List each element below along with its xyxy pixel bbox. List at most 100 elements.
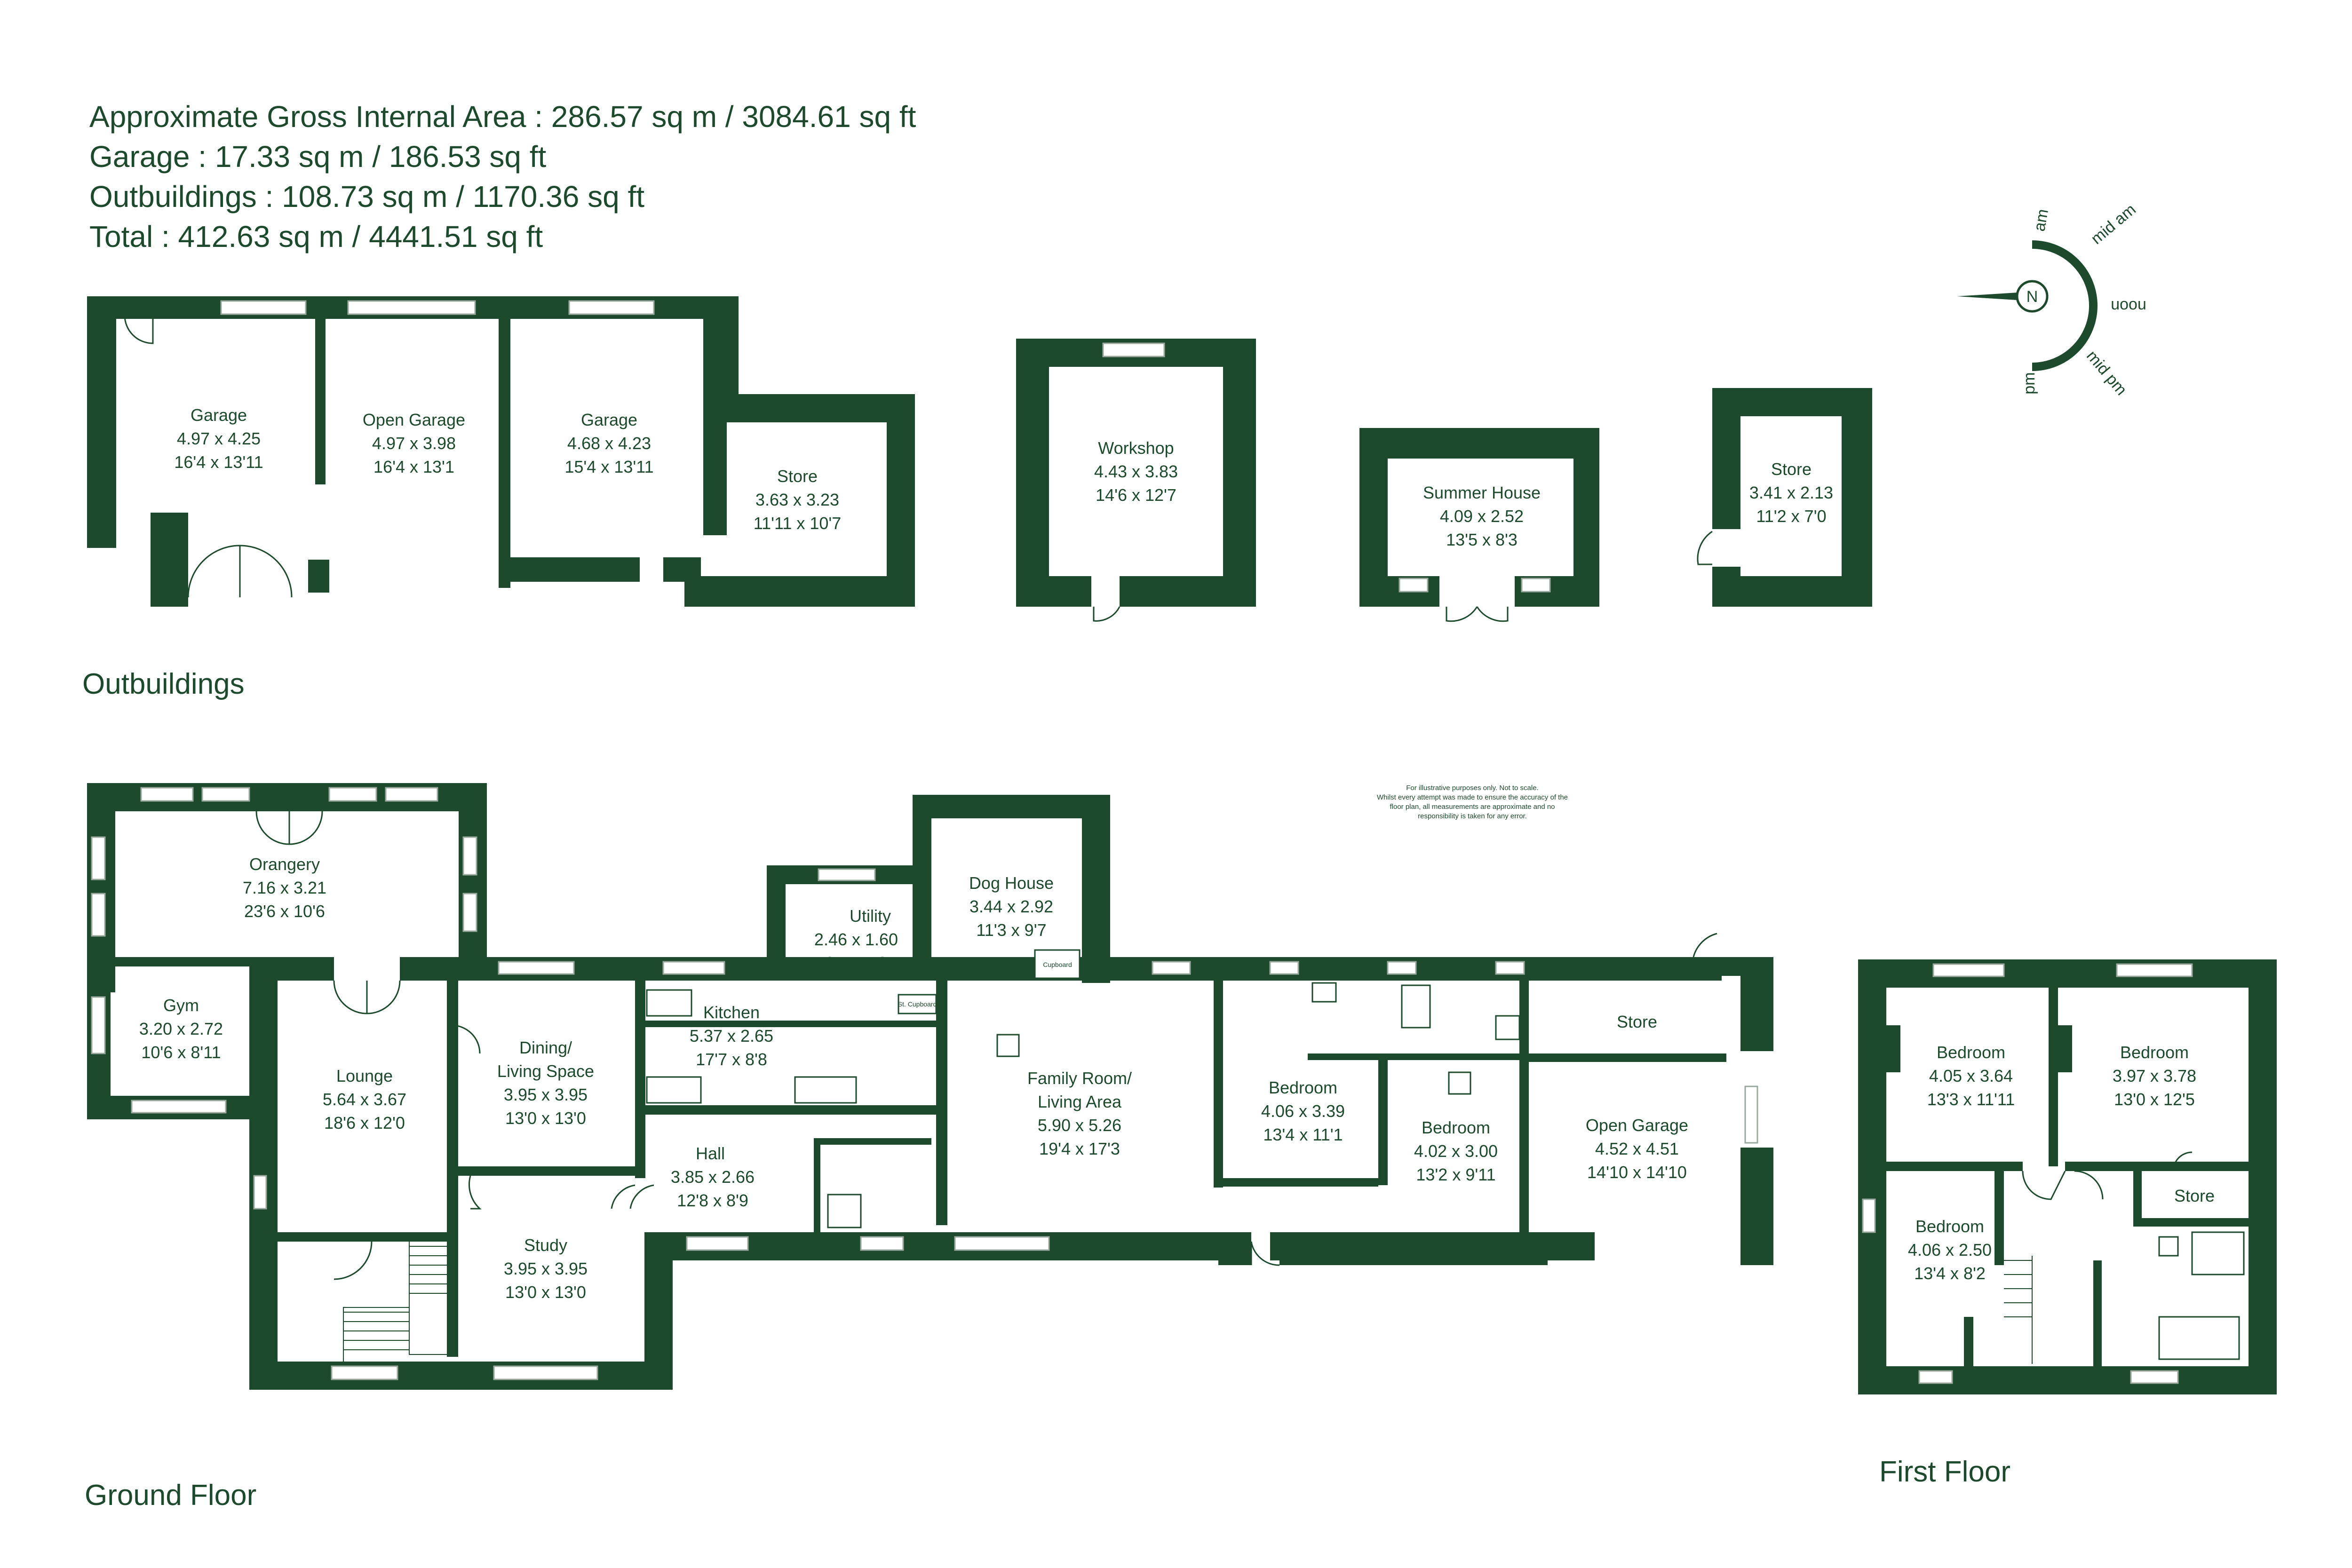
wall (703, 394, 913, 422)
wall (1359, 428, 1599, 459)
room-imperial: 16'4 x 13'11 (174, 452, 263, 472)
window (1744, 1085, 1758, 1144)
disclaimer-line: floor plan, all measurements are approxi… (1390, 803, 1555, 811)
window (860, 1236, 904, 1251)
room-metric: 4.97 x 4.25 (177, 429, 261, 448)
room-imperial: 19'4 x 17'3 (1039, 1139, 1120, 1158)
room-name: Bedroom (1269, 1078, 1337, 1097)
room-name: Study (524, 1235, 567, 1255)
wall (1016, 576, 1091, 607)
disclaimer-line: responsibility is taken for any error. (1418, 812, 1527, 820)
window (347, 300, 476, 315)
shower-icon (1495, 1015, 1520, 1040)
wall (703, 296, 739, 409)
wall (1016, 339, 1049, 607)
hob-icon (646, 1076, 702, 1104)
door-swing (1093, 606, 1120, 622)
wall (1858, 959, 2277, 988)
wall (684, 576, 915, 607)
room-imperial: 11'3 x 9'7 (976, 920, 1046, 940)
wall (87, 957, 256, 966)
room-metric: 3.20 x 2.72 (139, 1019, 223, 1038)
wall (1223, 339, 1256, 607)
window (2130, 1370, 2179, 1384)
compass-noon: noon (2111, 297, 2146, 315)
window (331, 1365, 398, 1380)
room-imperial: 11'2 x 7'0 (1756, 507, 1826, 526)
wall (458, 1166, 637, 1176)
door-swing (1697, 531, 1713, 565)
room-metric: 4.52 x 4.51 (1595, 1139, 1679, 1158)
room-metric: 4.43 x 3.83 (1094, 462, 1178, 481)
window (201, 787, 250, 802)
chimney-breast (1886, 1025, 1900, 1072)
room-name: Summer House (1423, 483, 1541, 502)
room-metric: 2.46 x 1.60 (814, 930, 898, 949)
door-swing (469, 1175, 482, 1210)
room-imperial: 10'6 x 8'11 (141, 1043, 221, 1062)
side-door-swing (124, 315, 154, 344)
st-cupboard-box (898, 994, 937, 1014)
room-metric: 3.85 x 2.66 (671, 1167, 755, 1187)
wall (315, 296, 326, 484)
area-line-gross: Approximate Gross Internal Area : 286.57… (89, 100, 916, 134)
area-line-total: Total : 412.63 sq m / 4441.51 sq ft (89, 220, 543, 253)
room-name: Utility (850, 906, 891, 926)
window (462, 893, 477, 932)
room-imperial: 15'4 x 13'11 (564, 457, 653, 476)
window (140, 787, 194, 802)
french-door-swing (333, 980, 401, 1014)
room-metric: 3.97 x 3.78 (2113, 1066, 2196, 1085)
room-imperial: 16'4 x 13'1 (373, 457, 454, 476)
window (91, 996, 106, 1054)
wall (2249, 959, 2277, 1394)
window (328, 787, 377, 802)
wall (1712, 388, 1740, 607)
room-name: Open Garage (1586, 1116, 1688, 1135)
door-swing (1692, 933, 1717, 958)
basin-icon (2158, 1236, 2179, 1257)
sun-arc (2032, 240, 2098, 371)
window (568, 300, 655, 315)
wall (1722, 957, 1773, 976)
door-swing (1250, 1241, 1280, 1266)
shower-icon (827, 1194, 862, 1228)
room-name: Dog House (969, 873, 1054, 893)
room-name: Store (2174, 1186, 2215, 1205)
area-line-garage: Garage : 17.33 sq m / 186.53 sq ft (89, 140, 546, 174)
room-metric: 4.09 x 2.52 (1440, 507, 1524, 526)
room-name: Kitchen (703, 1003, 760, 1022)
room-metric: 4.06 x 3.39 (1261, 1101, 1345, 1121)
room-name: Bedroom (1937, 1043, 2005, 1062)
room-name: Store (1617, 1012, 1657, 1031)
disclaimer: For illustrative purposes only. Not to s… (1377, 784, 1568, 820)
room-imperial: 13'3 x 11'11 (1927, 1090, 2015, 1109)
room-metric: 3.63 x 3.23 (755, 490, 839, 509)
room-metric: 4.05 x 3.64 (1929, 1066, 2013, 1085)
wall (2049, 988, 2058, 1166)
window (91, 893, 106, 937)
wall (1740, 1148, 1773, 1265)
french-door-swing (1446, 606, 1509, 622)
room-imperial: 17'7 x 8'8 (696, 1050, 767, 1069)
section-title-outbuildings: Outbuildings (82, 668, 245, 700)
room-metric: 4.68 x 4.23 (567, 434, 651, 453)
skylight-icon (1448, 1071, 1471, 1095)
section-title-first-floor: First Floor (1879, 1456, 2010, 1488)
room-imperial: 13'4 x 8'2 (1914, 1264, 1986, 1283)
wall (499, 557, 640, 582)
window (954, 1236, 1050, 1251)
room-metric: 7.16 x 3.21 (243, 878, 326, 897)
sink-icon (794, 1076, 857, 1104)
bath-icon (2158, 1316, 2240, 1360)
wall (936, 981, 947, 1225)
window (1932, 963, 2005, 977)
wall (1994, 1171, 2004, 1265)
room-imperial: 14'6 x 12'7 (1096, 485, 1176, 505)
window (91, 836, 106, 880)
wall (767, 865, 786, 959)
room-imperial: 12'8 x 8'9 (677, 1191, 748, 1210)
wall (1842, 388, 1872, 607)
wall (1279, 1232, 1548, 1265)
